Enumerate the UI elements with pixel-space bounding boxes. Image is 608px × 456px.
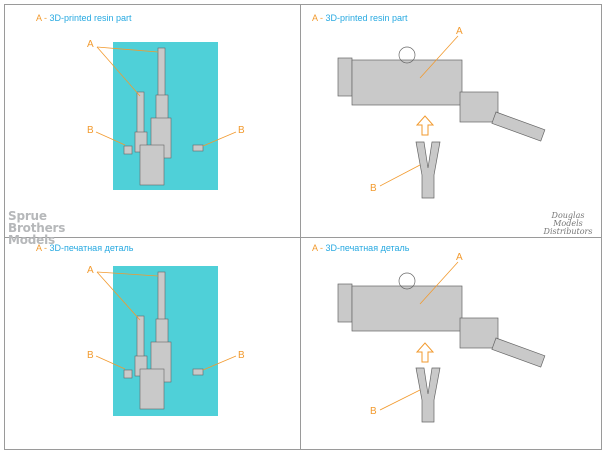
gun-part-b (415, 141, 441, 199)
arrow-up (415, 115, 435, 136)
panel-caption: A - 3D-printed resin part (36, 13, 132, 23)
label-b: B (238, 125, 245, 136)
label-a: A (87, 265, 94, 276)
instruction-sheet (4, 4, 602, 450)
leader-lines (95, 271, 237, 371)
caption-letter: A (36, 243, 42, 253)
watermark-logo: Sprue Brothers Models (8, 210, 74, 246)
caption-text: 3D-printed resin part (49, 13, 132, 23)
label-a: A (456, 252, 463, 263)
brand-line: Douglas (551, 211, 585, 220)
leader-lines (379, 35, 459, 187)
gun-part-a (134, 91, 165, 186)
label-a: A (456, 26, 463, 37)
panel-caption: A - 3D-печатная деталь (312, 243, 410, 253)
panel-caption: A - 3D-печатная деталь (36, 243, 134, 253)
caption-text: 3D-печатная деталь (325, 243, 410, 253)
watermark-line: Brothers (8, 221, 66, 235)
caption-letter: A (312, 13, 318, 23)
gun-part-a (337, 272, 546, 368)
label-b: B (87, 350, 94, 361)
label-b: B (87, 125, 94, 136)
label-a: A (87, 39, 94, 50)
panel-caption: A - 3D-printed resin part (312, 13, 408, 23)
gun-assembly-view (337, 261, 546, 423)
label-b: B (370, 406, 377, 417)
caption-letter: A (312, 243, 318, 253)
watermark-line: Sprue (8, 209, 47, 223)
arrow-up (415, 342, 435, 363)
caption-text: 3D-печатная деталь (49, 243, 134, 253)
gun-part-b (123, 144, 204, 155)
leader-lines (95, 46, 237, 147)
twin-gun-view (95, 42, 237, 190)
brand-logo: Douglas Models Distributors (538, 212, 598, 236)
twin-gun-view (95, 266, 237, 416)
caption-text: 3D-printed resin part (325, 13, 408, 23)
gun-part-b (415, 367, 441, 423)
label-b: B (370, 183, 377, 194)
label-b: B (238, 350, 245, 361)
gun-assembly-view (337, 35, 546, 199)
gun-part-a (134, 315, 165, 410)
brand-line: Models (553, 219, 583, 228)
gun-part-a (337, 46, 546, 142)
brand-line: Distributors (543, 227, 593, 236)
divider-vertical (300, 4, 301, 450)
leader-lines (379, 261, 459, 411)
watermark-line: Models (8, 233, 55, 247)
divider-horizontal (4, 237, 602, 238)
gun-part-b (123, 368, 204, 379)
caption-letter: A (36, 13, 42, 23)
